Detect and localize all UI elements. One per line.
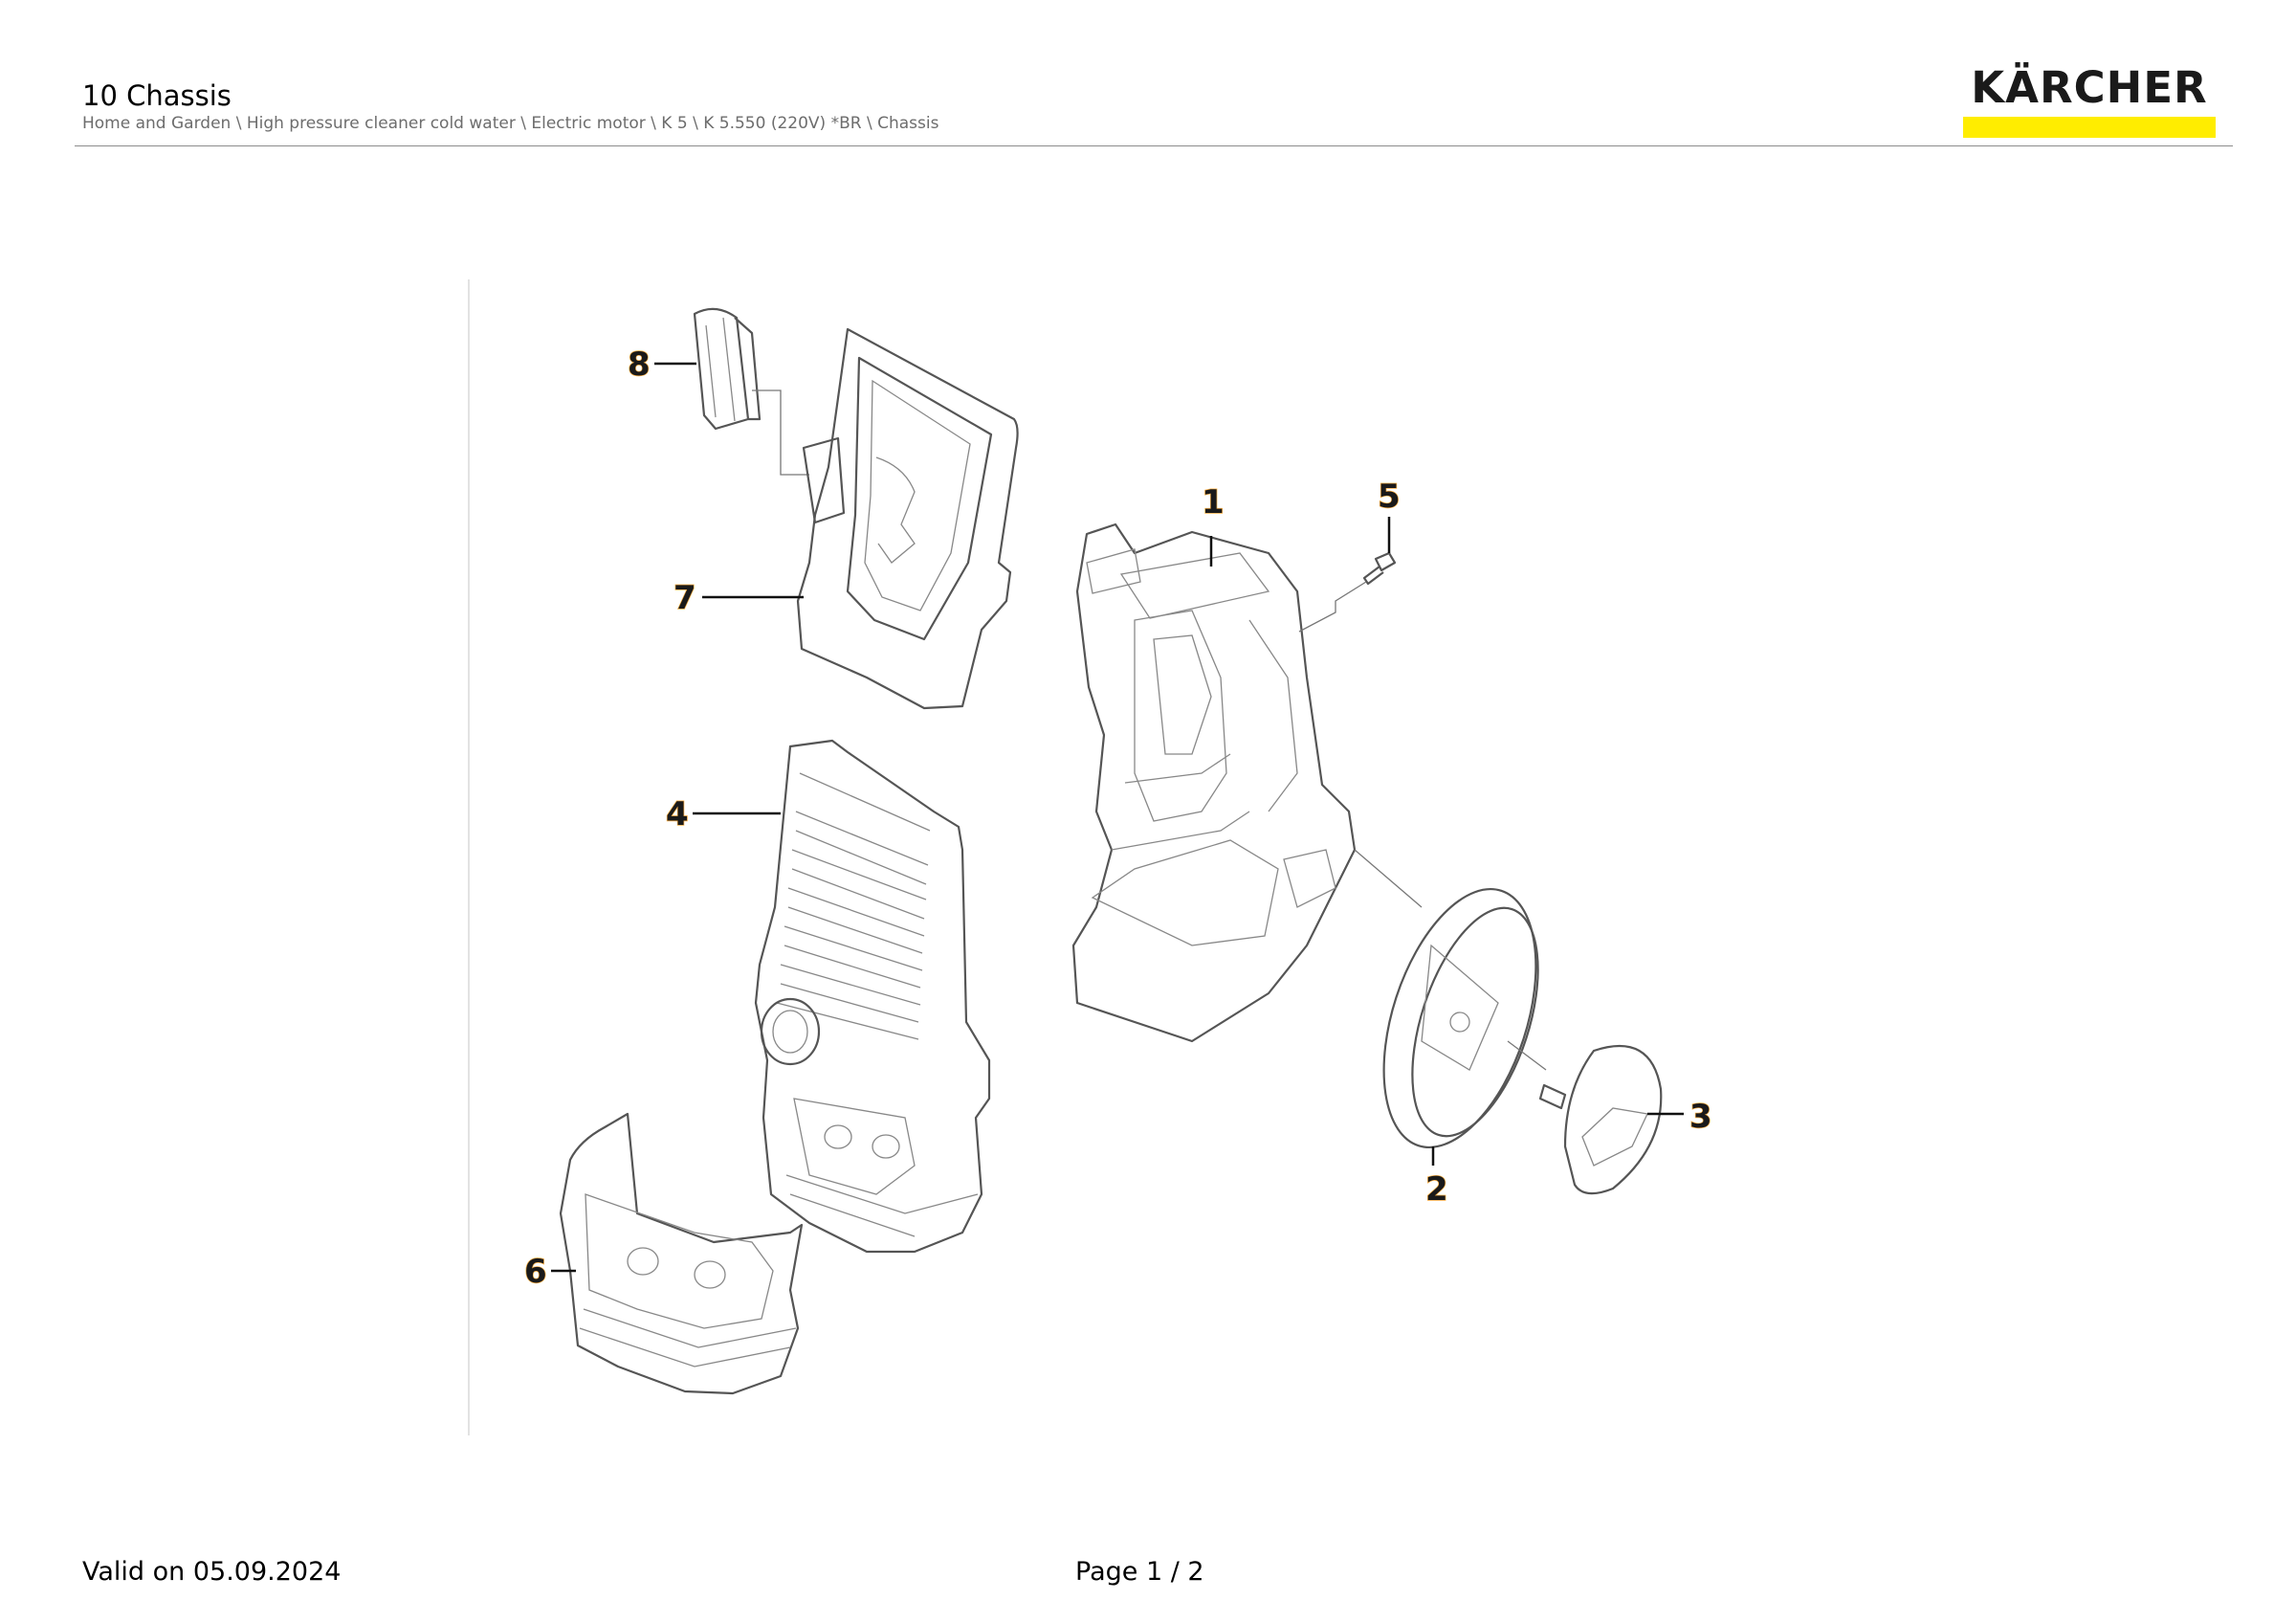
callout-4: 4 [666, 795, 689, 834]
part-2-wheel [1354, 849, 1547, 1148]
part-8-clip [693, 307, 809, 476]
part-4-front-cover [754, 739, 991, 1254]
callout-2: 2 [1425, 1170, 1448, 1209]
part-3-hub-cap [1538, 1044, 1663, 1195]
part-6-lower-cover [559, 1112, 804, 1395]
page-number: Page 1 / 2 [1075, 1557, 1204, 1587]
callout-3: 3 [1689, 1098, 1712, 1136]
part-7-handle-frame [796, 327, 1019, 710]
callout-8: 8 [628, 345, 651, 384]
parts-drawing: 1 2 3 4 5 6 7 8 [468, 279, 1712, 1435]
brand-logo-accent-bar [1963, 117, 2216, 138]
page-title: 10 Chassis [82, 79, 232, 112]
breadcrumb: Home and Garden \ High pressure cleaner … [82, 114, 939, 133]
callout-6: 6 [524, 1253, 547, 1291]
callout-leaders [551, 362, 1684, 1273]
part-5-screw [1298, 551, 1397, 633]
part-1-main-chassis [1071, 522, 1357, 1043]
valid-date: Valid on 05.09.2024 [82, 1557, 342, 1587]
callout-7: 7 [673, 579, 696, 617]
callout-5: 5 [1378, 478, 1401, 516]
callout-1: 1 [1202, 483, 1225, 522]
brand-logo: KÄRCHER [1963, 61, 2216, 138]
header-divider [75, 145, 2233, 146]
brand-logo-text: KÄRCHER [1971, 62, 2208, 113]
exploded-parts-diagram: 1 2 3 4 5 6 7 8 [465, 276, 1823, 1439]
